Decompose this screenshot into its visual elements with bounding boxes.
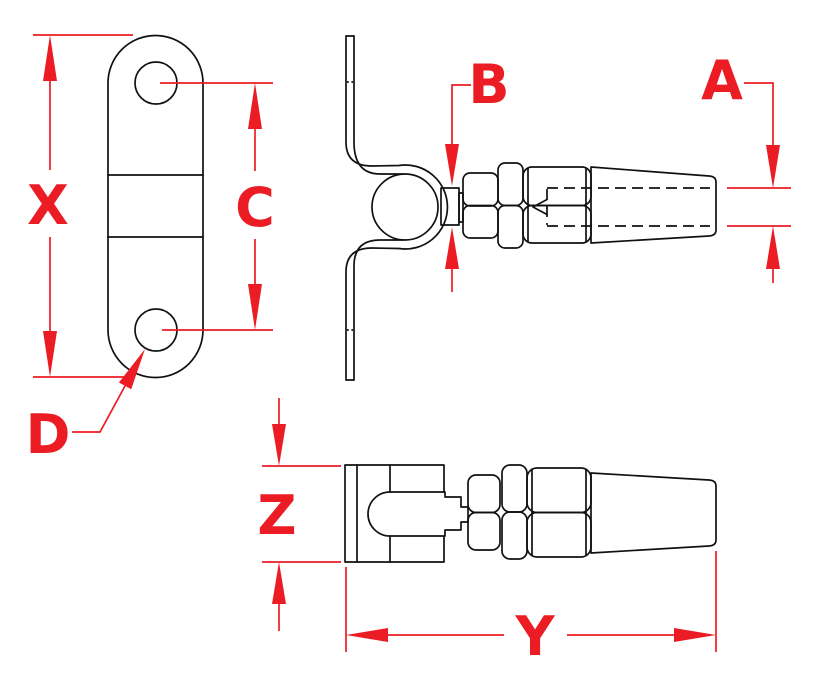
swage-hex-bottom-lower-half	[526, 511, 592, 558]
jam-nut-lower-half	[462, 204, 499, 239]
x-arrow-down	[43, 331, 57, 377]
strap-inner-profile-lower	[353, 239, 404, 381]
dimension-b: B	[445, 53, 510, 292]
dim-label-y: Y	[514, 605, 555, 668]
swage-taper-body	[590, 166, 717, 244]
dim-label-c: C	[235, 176, 275, 239]
lock-nut-bottom-lower-half	[501, 511, 528, 560]
a-arrow-down	[766, 145, 780, 188]
b-arrow-up	[445, 227, 459, 269]
dim-label-x: X	[27, 174, 69, 237]
dim-label-a: A	[701, 49, 743, 112]
a-arrow-up	[766, 226, 780, 269]
swage-hex-bottom-upper-half	[526, 467, 592, 514]
a-leader-line	[744, 82, 774, 145]
lock-nut-upper-half	[497, 162, 524, 207]
hidden-drill-cone	[532, 198, 548, 216]
dimension-a: A	[701, 49, 791, 283]
eye-ring	[371, 173, 439, 241]
stud-shank	[440, 187, 460, 226]
lock-nut-bottom-upper-half	[501, 464, 528, 513]
jam-nut-bottom-upper-half	[467, 474, 501, 514]
lock-nut-lower-half	[497, 204, 524, 249]
bottom-view-assembly	[344, 464, 717, 563]
side-view-assembly	[345, 35, 717, 381]
stud-shoulder	[458, 192, 464, 223]
swage-hex-upper-half	[522, 166, 592, 207]
d-arrowhead	[118, 349, 145, 390]
z-arrow-up	[272, 562, 286, 604]
plate-edge-outline	[344, 464, 445, 563]
c-arrow-up	[248, 83, 262, 129]
dimension-y: Y	[345, 551, 717, 668]
leader-d: D	[26, 349, 145, 466]
b-arrow-down	[445, 144, 459, 186]
toggle-fork	[367, 491, 469, 537]
dim-label-b: B	[468, 53, 509, 116]
swage-taper-bottom	[590, 472, 717, 554]
dimension-z: Z	[257, 398, 341, 631]
swage-hex-lower-half	[522, 204, 592, 244]
dim-label-d: D	[26, 403, 71, 466]
dim-label-z: Z	[257, 484, 296, 547]
plate-outline	[107, 34, 204, 379]
y-arrow-left	[346, 628, 388, 642]
strap-outer-profile	[345, 35, 449, 381]
y-arrow-right	[674, 628, 716, 642]
jam-nut-bottom-lower-half	[467, 511, 501, 551]
front-view-plate	[107, 34, 204, 379]
b-leader-line	[451, 84, 471, 144]
jam-nut-upper-half	[462, 172, 499, 207]
x-arrow-up	[43, 35, 57, 81]
dimension-x: X	[27, 34, 133, 378]
c-arrow-down	[248, 284, 262, 330]
d-leader-line	[72, 385, 126, 433]
dimension-c: C	[160, 82, 275, 331]
strap-inner-profile-upper	[353, 35, 404, 175]
z-arrow-down	[272, 424, 286, 466]
